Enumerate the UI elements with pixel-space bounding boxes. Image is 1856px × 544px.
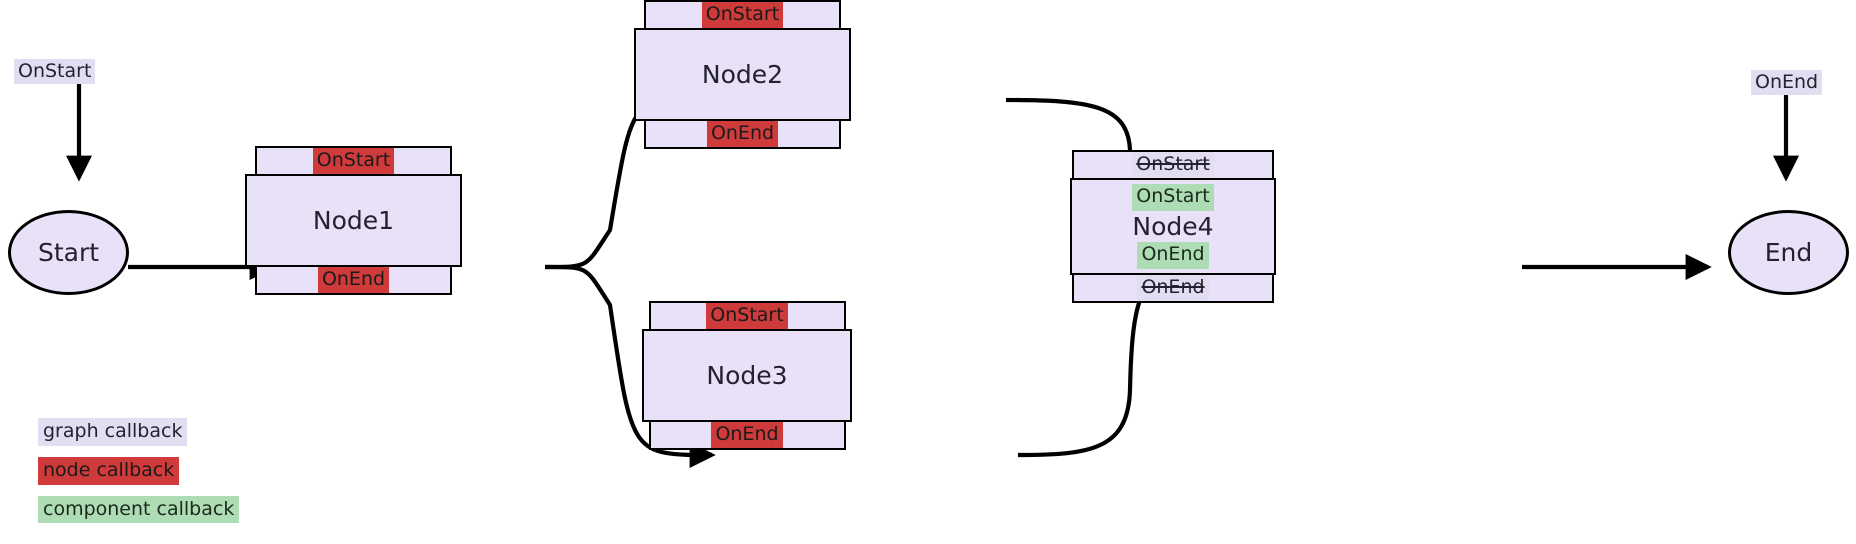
node4-onend-overridden-chip: OnEnd xyxy=(1137,274,1209,302)
node3-title: Node3 xyxy=(706,360,788,390)
node2-title: Node2 xyxy=(701,59,784,89)
node3-onstart-chip: OnStart xyxy=(706,302,788,330)
node4-bottom-bar: OnEnd xyxy=(1072,273,1274,303)
node2-onstart-chip: OnStart xyxy=(701,1,784,29)
node3-bottom-bar: OnEnd xyxy=(648,420,846,450)
node3-onend-chip: OnEnd xyxy=(711,421,783,449)
node1-top-bar: OnStart xyxy=(255,146,452,176)
terminal-end-label: End xyxy=(1764,238,1813,267)
node1-bottom-bar: OnEnd xyxy=(255,265,452,295)
terminal-start-label: Start xyxy=(37,238,100,267)
node2-top-bar: OnStart xyxy=(644,0,841,30)
node1-onstart-chip: OnStart xyxy=(312,147,395,175)
legend-item-node-callback: node callback xyxy=(38,456,180,485)
node1-body: Node1 xyxy=(245,174,462,267)
node3-top-bar: OnStart xyxy=(648,301,846,331)
node1-title: Node1 xyxy=(312,205,395,235)
node4-inner-onend-chip: OnEnd xyxy=(1137,242,1209,269)
node-group-node4[interactable]: OnStart OnStart Node4 OnEnd OnEnd xyxy=(1070,150,1276,303)
node4-inner-onstart-chip: OnStart xyxy=(1132,184,1214,211)
node4-top-bar: OnStart xyxy=(1072,150,1274,180)
graph-callback-onstart-label: OnStart xyxy=(14,59,96,84)
node2-bottom-bar: OnEnd xyxy=(644,119,841,149)
graph-callback-onend-label: OnEnd xyxy=(1751,70,1823,95)
legend-item-component-callback: component callback xyxy=(38,495,240,524)
terminal-start[interactable]: Start xyxy=(8,210,129,295)
node4-title: Node4 xyxy=(1132,211,1214,241)
terminal-end[interactable]: End xyxy=(1728,210,1849,295)
legend: graph callback node callback component c… xyxy=(38,418,240,524)
node4-body: OnStart Node4 OnEnd xyxy=(1070,178,1276,275)
legend-item-graph-callback: graph callback xyxy=(38,418,188,446)
node2-body: Node2 xyxy=(634,28,851,121)
node-group-node1[interactable]: OnStart Node1 OnEnd xyxy=(245,146,462,295)
node-group-node3[interactable]: OnStart Node3 OnEnd xyxy=(642,301,852,450)
node1-onend-chip: OnEnd xyxy=(317,266,390,294)
node2-onend-chip: OnEnd xyxy=(706,120,779,148)
node3-body: Node3 xyxy=(642,329,852,422)
node-group-node2[interactable]: OnStart Node2 OnEnd xyxy=(634,0,851,149)
node4-onstart-overridden-chip: OnStart xyxy=(1132,151,1214,179)
